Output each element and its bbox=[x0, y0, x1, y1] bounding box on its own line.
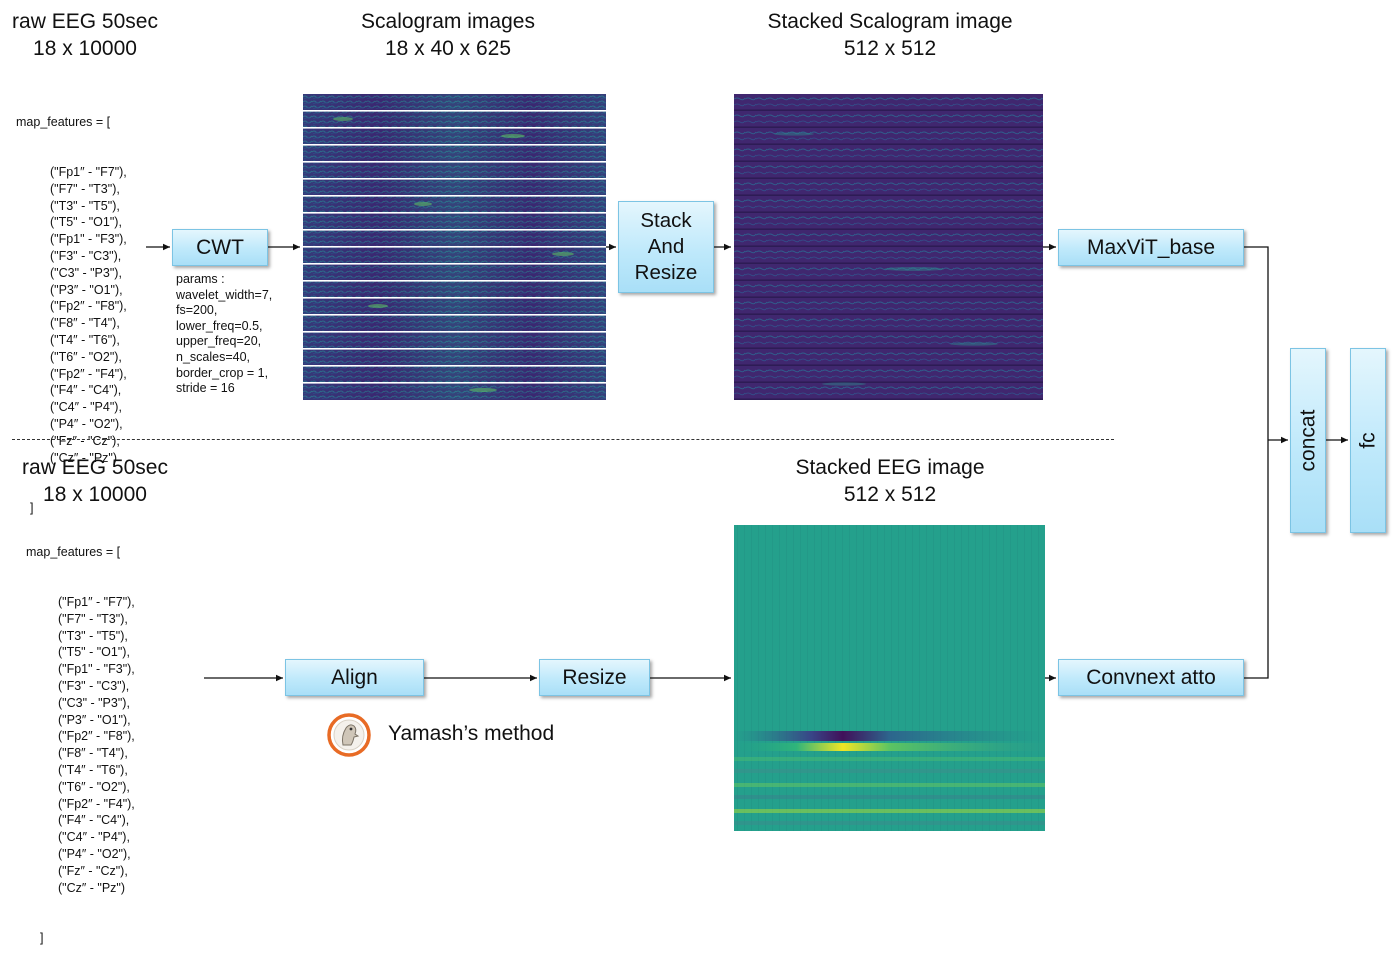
cwt-param-item: border_crop = 1, bbox=[176, 365, 269, 380]
map-feature-item: ("C3" - "P3"), bbox=[50, 265, 122, 280]
cwt-param-item: stride = 16 bbox=[176, 381, 235, 396]
scalogram-title: Scalogram images 18 x 40 x 625 bbox=[300, 8, 596, 62]
cwt-param-item: wavelet_width=7, bbox=[176, 287, 273, 302]
map-feature-item: ("F7" - "T3"), bbox=[50, 181, 120, 196]
map-feature-item: ("P3″ - "O1"), bbox=[58, 712, 131, 727]
top-map-features: map_features = [ ("Fp1″ - "F7"), ("F7" - … bbox=[16, 80, 127, 534]
cwt-box: CWT bbox=[172, 229, 268, 266]
stacked-eeg-title: Stacked EEG image 512 x 512 bbox=[730, 454, 1050, 508]
maxvit-label: MaxViT_base bbox=[1086, 236, 1215, 259]
cwt-label: CWT bbox=[196, 236, 244, 259]
top-map-close: ] bbox=[30, 500, 34, 515]
map-feature-item: ("C4″ - "P4"), bbox=[50, 400, 122, 415]
map-feature-item: ("Fz″ - "Cz"), bbox=[50, 433, 120, 448]
map-feature-item: ("Fp2″ - "F4"), bbox=[50, 366, 127, 381]
map-feature-item: ("F4″ - "C4"), bbox=[50, 383, 122, 398]
cwt-param-item: params : bbox=[176, 272, 225, 286]
map-feature-item: ("T4″ - "T6"), bbox=[58, 762, 128, 777]
top-input-title: raw EEG 50sec 18 x 10000 bbox=[0, 8, 170, 62]
map-feature-item: ("F3" - "C3"), bbox=[58, 678, 130, 693]
map-feature-item: ("Cz″ - "Pz") bbox=[50, 450, 118, 465]
cwt-param-item: n_scales=40, bbox=[176, 349, 251, 364]
map-feature-item: ("F3" - "C3"), bbox=[50, 248, 122, 263]
stacked-eeg-image bbox=[734, 525, 1045, 831]
cwt-param-item: lower_freq=0.5, bbox=[176, 318, 263, 333]
resize-box: Resize bbox=[539, 659, 650, 696]
map-feature-item: ("T6″ - "O2"), bbox=[50, 349, 122, 364]
map-feature-item: ("Fp1″ - "F7"), bbox=[58, 594, 135, 609]
map-feature-item: ("Fp2″ - "F8"), bbox=[50, 299, 127, 314]
stack-label-line3: Resize bbox=[634, 261, 698, 284]
cwt-params: params :wavelet_width=7,fs=200,lower_fre… bbox=[176, 272, 272, 397]
map-feature-item: ("Fp2″ - "F4"), bbox=[58, 796, 135, 811]
scalogram-images bbox=[303, 94, 606, 400]
map-feature-item: ("Fp1" - "F3"), bbox=[58, 662, 135, 677]
stacked-eeg-title-line1: Stacked EEG image bbox=[795, 456, 985, 479]
concat-box: concat bbox=[1290, 348, 1326, 533]
map-feature-item: ("F7" - "T3"), bbox=[58, 611, 128, 626]
cwt-param-item: upper_freq=20, bbox=[176, 334, 262, 349]
stacked-eeg-title-line2: 512 x 512 bbox=[843, 483, 937, 506]
map-feature-item: ("T5" - "O1"), bbox=[50, 215, 122, 230]
bottom-map-close: ] bbox=[40, 930, 44, 945]
map-feature-item: ("Fz″ - "Cz"), bbox=[58, 863, 128, 878]
map-feature-item: ("T5" - "O1"), bbox=[58, 645, 130, 660]
stacked-scalogram-title: Stacked Scalogram image 512 x 512 bbox=[730, 8, 1050, 62]
stacked-scalogram-title-line2: 512 x 512 bbox=[843, 37, 937, 60]
top-input-title-line1: raw EEG 50sec bbox=[12, 10, 158, 33]
stacked-scalogram-image bbox=[734, 94, 1043, 400]
stack-label-line1: Stack bbox=[640, 209, 692, 232]
scalogram-title-line1: Scalogram images bbox=[361, 10, 535, 33]
map-feature-item: ("T6″ - "O2"), bbox=[58, 779, 130, 794]
map-feature-item: ("C4″ - "P4"), bbox=[58, 830, 130, 845]
stacked-scalogram-title-line1: Stacked Scalogram image bbox=[767, 10, 1013, 33]
map-feature-item: ("F8″ - "T4"), bbox=[50, 316, 120, 331]
map-feature-item: ("T3" - "T5"), bbox=[58, 628, 128, 643]
line-maxvit-to-concat bbox=[1244, 246, 1269, 440]
map-feature-item: ("P3″ - "O1"), bbox=[50, 282, 123, 297]
top-map-open: map_features = [ bbox=[16, 114, 111, 129]
map-feature-item: ("P4″ - "O2"), bbox=[50, 416, 123, 431]
stack-resize-box: Stack And Resize bbox=[618, 201, 714, 293]
connector-lines bbox=[146, 243, 1348, 682]
align-label: Align bbox=[331, 666, 378, 689]
map-feature-item: ("Cz″ - "Pz") bbox=[58, 880, 126, 895]
convnext-label: Convnext atto bbox=[1086, 666, 1216, 689]
bottom-input-title-line2: 18 x 10000 bbox=[43, 483, 147, 506]
cwt-param-item: fs=200, bbox=[176, 303, 218, 318]
map-feature-item: ("Fp1″ - "F7"), bbox=[50, 164, 127, 179]
map-feature-item: ("C3" - "P3"), bbox=[58, 695, 130, 710]
maxvit-box: MaxViT_base bbox=[1058, 229, 1244, 266]
fc-box: fc bbox=[1350, 348, 1386, 533]
align-box: Align bbox=[285, 659, 424, 696]
top-input-title-line2: 18 x 10000 bbox=[33, 37, 137, 60]
map-feature-item: ("T4″ - "T6"), bbox=[50, 332, 120, 347]
map-feature-item: ("Fp2″ - "F8"), bbox=[58, 729, 135, 744]
bottom-input-title: raw EEG 50sec 18 x 10000 bbox=[0, 454, 190, 508]
map-feature-item: ("T3" - "T5"), bbox=[50, 198, 120, 213]
top-map-list: ("Fp1″ - "F7"), ("F7" - "T3"), ("T3" - "T5… bbox=[16, 164, 127, 466]
map-feature-item: ("Fp1" - "F3"), bbox=[50, 232, 127, 247]
method-label: Yamash’s method bbox=[388, 722, 555, 745]
branch-divider bbox=[12, 439, 1114, 440]
bottom-input-title-line1: raw EEG 50sec bbox=[22, 456, 168, 479]
scalogram-title-line2: 18 x 40 x 625 bbox=[384, 37, 512, 60]
map-feature-item: ("F4″ - "C4"), bbox=[58, 813, 130, 828]
convnext-box: Convnext atto bbox=[1058, 659, 1244, 696]
line-convnext-to-concat bbox=[1244, 440, 1269, 679]
kaggler-logo-icon bbox=[326, 712, 372, 758]
map-feature-item: ("F8″ - "T4"), bbox=[58, 746, 128, 761]
resize-label: Resize bbox=[562, 666, 627, 689]
stack-label-line2: And bbox=[647, 235, 685, 258]
bottom-map-open: map_features = [ bbox=[26, 544, 121, 559]
